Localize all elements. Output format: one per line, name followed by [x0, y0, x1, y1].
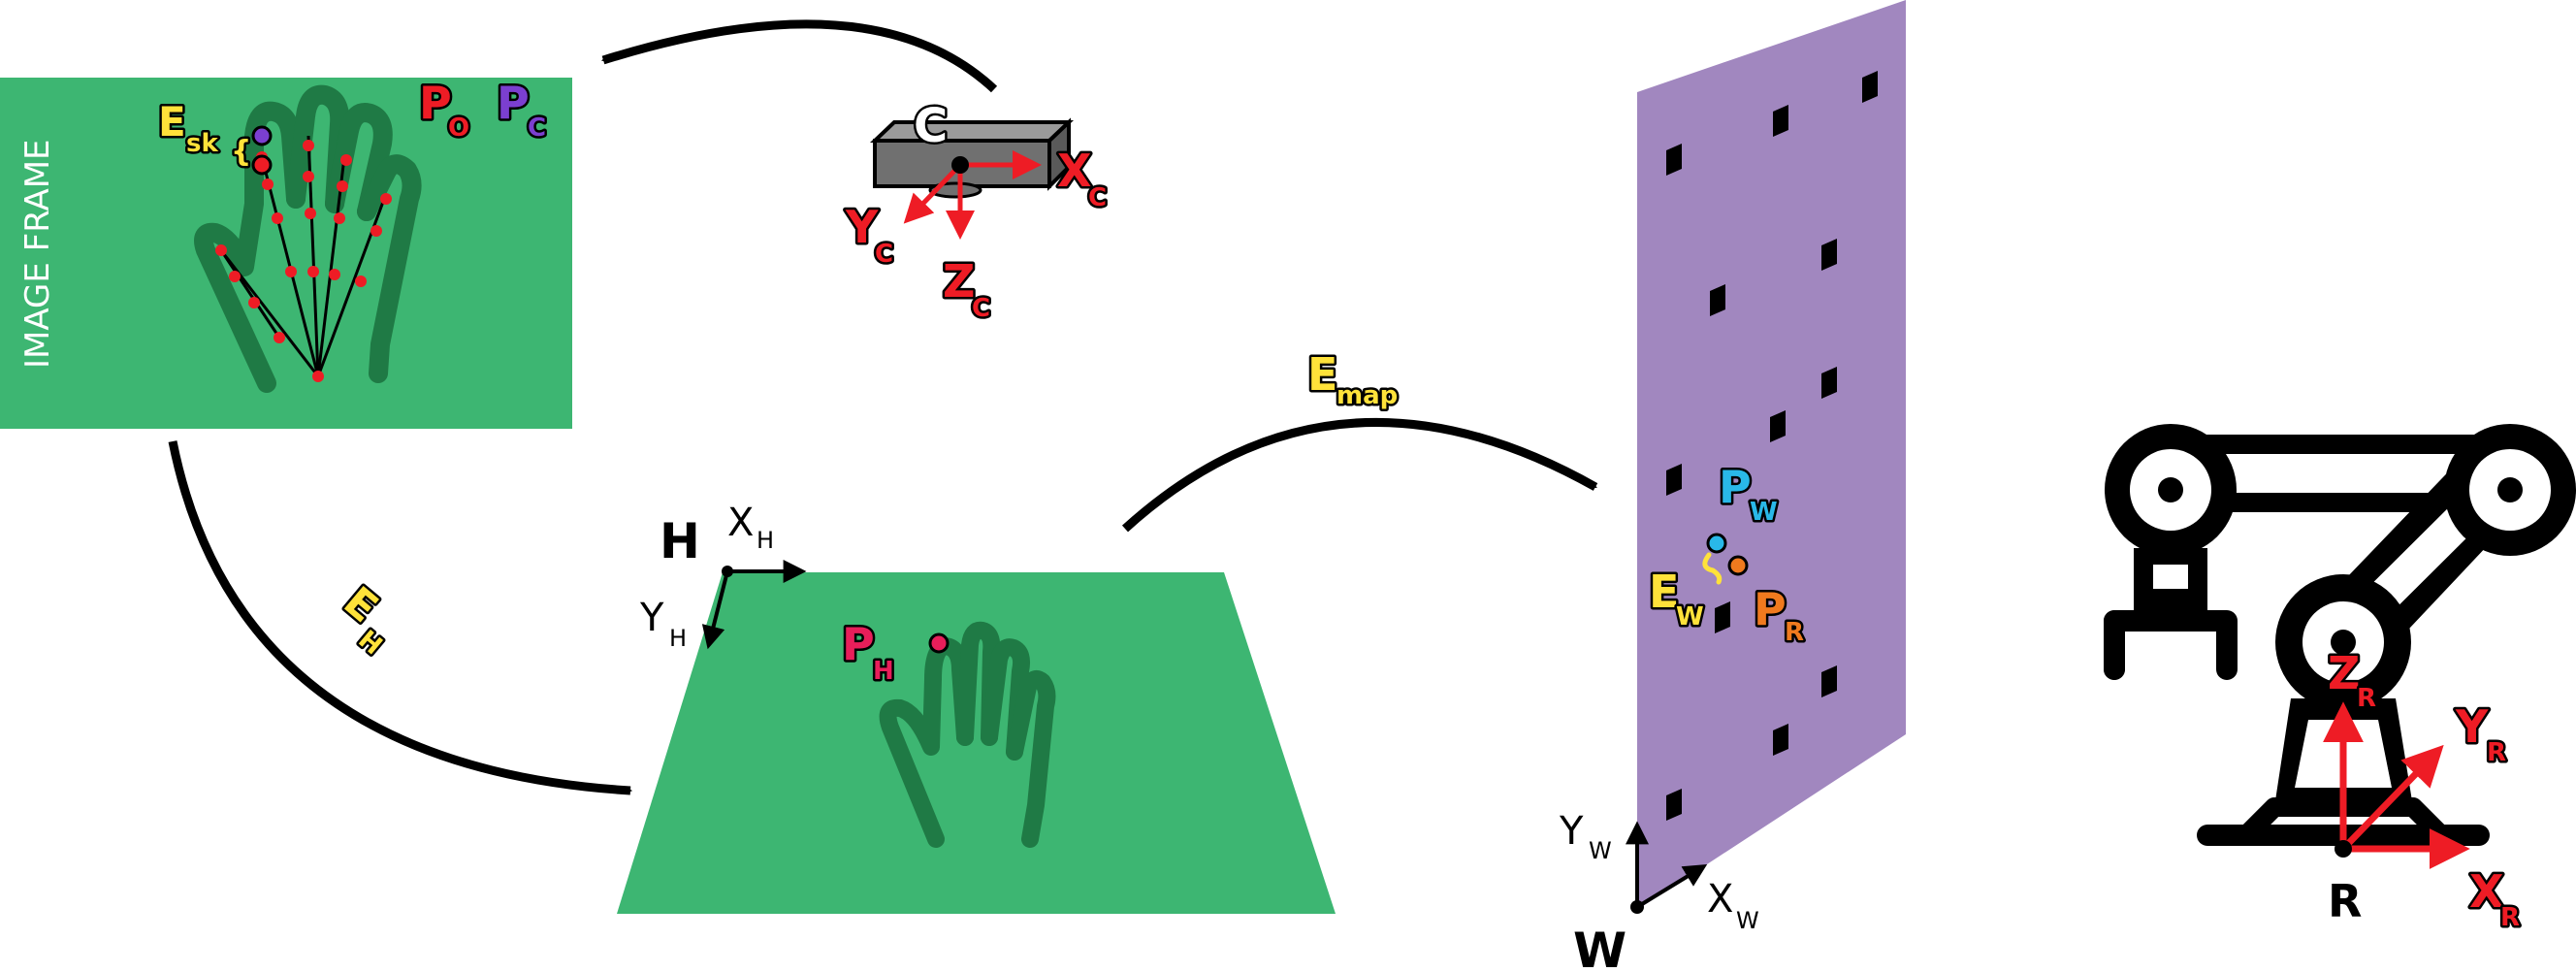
hand-x-label: X — [727, 501, 754, 545]
p-r-point — [1727, 555, 1749, 576]
camera-y-axis — [903, 163, 962, 224]
e-w-subscript: W — [1676, 602, 1704, 632]
camera-z-subscript: C — [972, 294, 990, 323]
p-h-point — [928, 632, 950, 654]
hand-y-axis — [701, 570, 729, 650]
world-origin-label: W — [1573, 923, 1626, 972]
robot-origin — [2334, 840, 2352, 858]
world-y-subscript: W — [1589, 837, 1612, 864]
p-c-point — [251, 125, 273, 146]
hand-frame-label: H — [660, 513, 700, 569]
e-h-label: E — [336, 577, 387, 632]
camera-x-label: X — [1057, 145, 1091, 197]
robot-z-label: Z — [2328, 647, 2360, 699]
e-map-label: E — [1307, 348, 1337, 401]
hand-keypoints — [215, 140, 392, 382]
camera-x-subscript: C — [1088, 183, 1107, 212]
p-w-label: P — [1719, 461, 1752, 513]
camera-label: C — [914, 99, 948, 153]
robot-origin-label: R — [2328, 875, 2362, 927]
robot-y-axis — [2340, 744, 2444, 852]
robot-frame: R X R Y R Z R — [2323, 645, 2523, 935]
e-w-brace — [1702, 552, 1723, 585]
camera: C X C Y C Z C — [843, 97, 1110, 326]
camera-y-label: Y — [845, 201, 879, 253]
e-w-label: E — [1649, 566, 1679, 618]
e-sk-label: E — [158, 98, 186, 146]
world-y-label: Y — [1559, 809, 1584, 854]
robot-x-label: X — [2469, 865, 2503, 918]
p-r-label: P — [1754, 583, 1787, 635]
p-w-subscript: W — [1750, 498, 1778, 527]
p-h-label: P — [842, 618, 875, 670]
p-r-subscript: R — [1785, 618, 1804, 647]
image-frame-title: IMAGE FRAME — [18, 139, 57, 369]
board-markers — [1666, 71, 1878, 821]
p-c-subscript: C — [528, 113, 546, 143]
p-h-subscript: H — [873, 657, 894, 686]
world-x-subscript: W — [1736, 907, 1759, 934]
world-board-plane — [1637, 0, 1906, 910]
robot-y-label: Y — [2455, 700, 2489, 753]
hand-frame-panel: P H H X H Y H — [617, 501, 1336, 914]
arrow-hand-to-world — [1121, 418, 1598, 533]
p-o-point — [251, 154, 273, 176]
p-o-label: P — [419, 77, 452, 129]
world-x-label: X — [1707, 877, 1733, 922]
hand-y-subscript: H — [669, 625, 687, 652]
robot-z-subscript: R — [2357, 684, 2376, 713]
arrow-camera-to-image — [600, 19, 998, 93]
world-origin — [1630, 900, 1644, 914]
robot-y-subscript: R — [2487, 738, 2506, 767]
e-sk-brace: { — [231, 135, 251, 169]
hand-frame-origin — [722, 566, 733, 577]
arrow-image-to-hand — [168, 440, 633, 795]
camera-z-label: Z — [943, 255, 975, 308]
camera-origin — [951, 156, 969, 174]
p-c-label: P — [497, 77, 530, 129]
p-w-point — [1706, 533, 1727, 554]
p-o-subscript: O — [448, 113, 469, 143]
image-frame-panel: IMAGE FRAME — [0, 75, 572, 429]
hand-plane — [617, 572, 1336, 914]
e-sk-subscript: sk — [186, 129, 218, 158]
robot-x-subscript: R — [2500, 903, 2520, 932]
camera-top-face — [869, 120, 1075, 143]
camera-y-subscript: C — [875, 240, 893, 269]
e-h-subscript: H — [353, 625, 388, 661]
e-map-subscript: map — [1336, 381, 1398, 410]
camera-lens-icon — [928, 181, 982, 199]
world-board: P W P R E W W X W Y W — [1559, 0, 1906, 972]
hand-x-subscript: H — [757, 527, 774, 554]
hand-plane-silhouette-icon — [879, 621, 1056, 848]
world-x-axis — [1635, 864, 1708, 909]
hand-y-label: Y — [639, 596, 664, 640]
